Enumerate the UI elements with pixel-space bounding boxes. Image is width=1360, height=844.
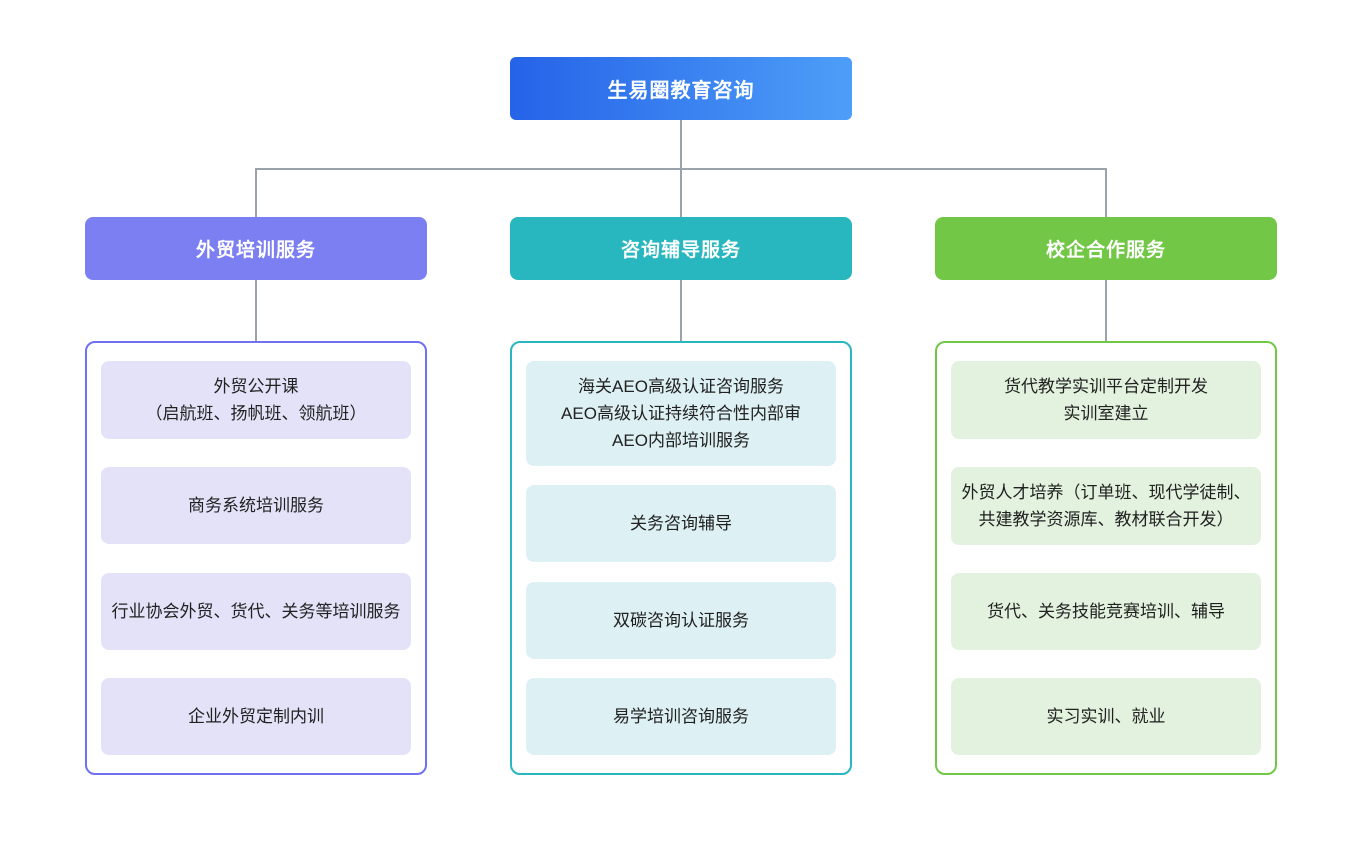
branch-header-trade-training: 外贸培训服务	[85, 217, 427, 280]
leaf-node: 外贸公开课 （启航班、扬帆班、领航班）	[101, 361, 411, 439]
branch-body-trade-training: 外贸公开课 （启航班、扬帆班、领航班） 商务系统培训服务 行业协会外贸、货代、关…	[85, 341, 427, 775]
leaf-node: 海关AEO高级认证咨询服务 AEO高级认证持续符合性内部审 AEO内部培训服务	[526, 361, 836, 466]
leaf-node: 商务系统培训服务	[101, 467, 411, 545]
connector-branch1-vertical	[255, 280, 257, 341]
leaf-node: 易学培训咨询服务	[526, 677, 836, 755]
connector-main-horizontal	[255, 168, 1107, 170]
connector-left-vertical	[255, 168, 257, 217]
branch-title: 校企合作服务	[1045, 240, 1166, 261]
root-node-label: 生易圈教育咨询	[607, 80, 755, 102]
leaf-node: 行业协会外贸、货代、关务等培训服务	[101, 572, 411, 650]
leaf-node: 关务咨询辅导	[526, 485, 836, 563]
leaf-node: 货代教学实训平台定制开发 实训室建立	[951, 361, 1261, 439]
connector-right-vertical	[1105, 168, 1107, 217]
root-node: 生易圈教育咨询	[510, 57, 852, 120]
connector-branch3-vertical	[1105, 280, 1107, 341]
branch-body-consulting: 海关AEO高级认证咨询服务 AEO高级认证持续符合性内部审 AEO内部培训服务 …	[510, 341, 852, 775]
leaf-node: 货代、关务技能竞赛培训、辅导	[951, 573, 1261, 650]
branch-header-school-enterprise: 校企合作服务	[935, 217, 1277, 280]
branch-body-school-enterprise: 货代教学实训平台定制开发 实训室建立 外贸人才培养（订单班、现代学徒制、共建教学…	[935, 341, 1277, 775]
connector-branch2-vertical	[680, 280, 682, 341]
leaf-node: 外贸人才培养（订单班、现代学徒制、共建教学资源库、教材联合开发）	[951, 467, 1261, 545]
branch-title: 外贸培训服务	[195, 240, 316, 261]
leaf-node: 双碳咨询认证服务	[526, 581, 836, 659]
leaf-node: 企业外贸定制内训	[101, 677, 411, 755]
branch-title: 咨询辅导服务	[620, 240, 741, 261]
leaf-node: 实习实训、就业	[951, 678, 1261, 755]
branch-header-consulting: 咨询辅导服务	[510, 217, 852, 280]
